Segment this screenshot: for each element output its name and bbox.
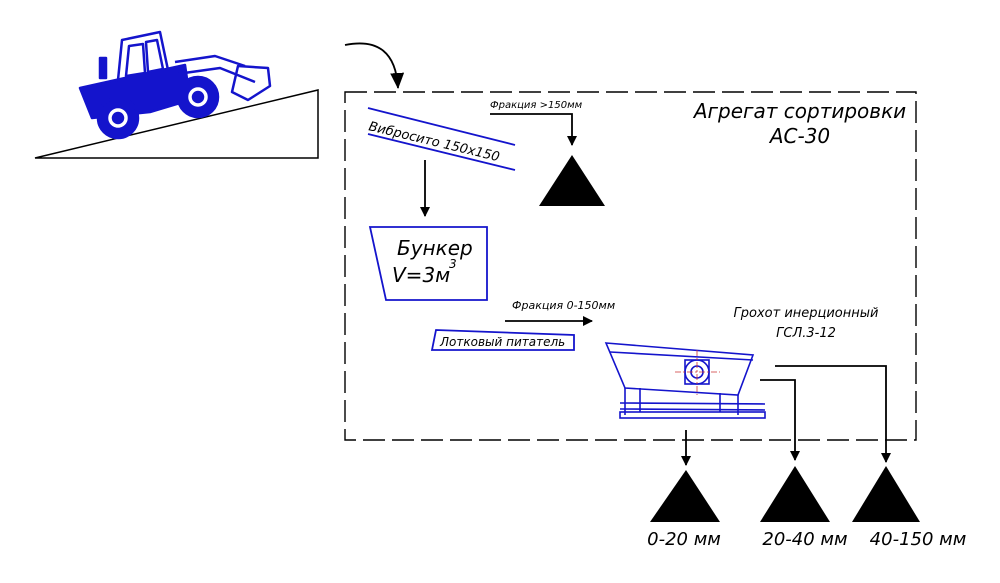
output-label-0-20: 0-20 мм — [647, 529, 721, 550]
bunker-label-superscript: 3 — [449, 257, 457, 271]
stockpile-icon — [852, 466, 920, 522]
stockpile-icon — [650, 470, 720, 522]
oversize-arrow — [490, 113, 577, 146]
unit-title-line1: Агрегат сортировки — [692, 99, 906, 123]
material-infeed-arrow — [344, 42, 405, 89]
vibrating-screen-icon — [367, 107, 516, 171]
output-arrow-40-150 — [775, 365, 891, 463]
feeder-label: Лотковый питатель — [439, 335, 565, 349]
stockpile-icon — [539, 155, 605, 206]
unit-boundary — [344, 91, 917, 441]
feeder-icon — [430, 329, 575, 351]
unit-title-line2: АС-30 — [768, 124, 830, 148]
bunker-label-line1: Бункер — [397, 236, 473, 260]
stockpile-icon — [760, 466, 830, 522]
grizzly-centerlines — [675, 350, 720, 395]
bunker-icon — [368, 226, 488, 301]
screen-label: Вибросито 150x150 — [367, 119, 501, 165]
grizzly-screen-machine-icon — [604, 342, 766, 419]
grizzly-label-line1: Грохот инерционный — [734, 306, 879, 321]
output-label-40-150: 40-150 мм — [870, 529, 967, 550]
oversize-label: Фракция >150мм — [490, 100, 583, 111]
grizzly-label-line2: ГСЛ.3-12 — [776, 326, 836, 341]
bunker-label-line2: V=3м — [392, 263, 450, 287]
output-label-20-40: 20-40 мм — [762, 529, 847, 550]
ramp-icon — [34, 89, 319, 159]
wheel-loader-icon — [78, 30, 272, 140]
fraction-label: Фракция 0-150мм — [512, 299, 615, 312]
output-arrow-20-40 — [760, 379, 800, 461]
